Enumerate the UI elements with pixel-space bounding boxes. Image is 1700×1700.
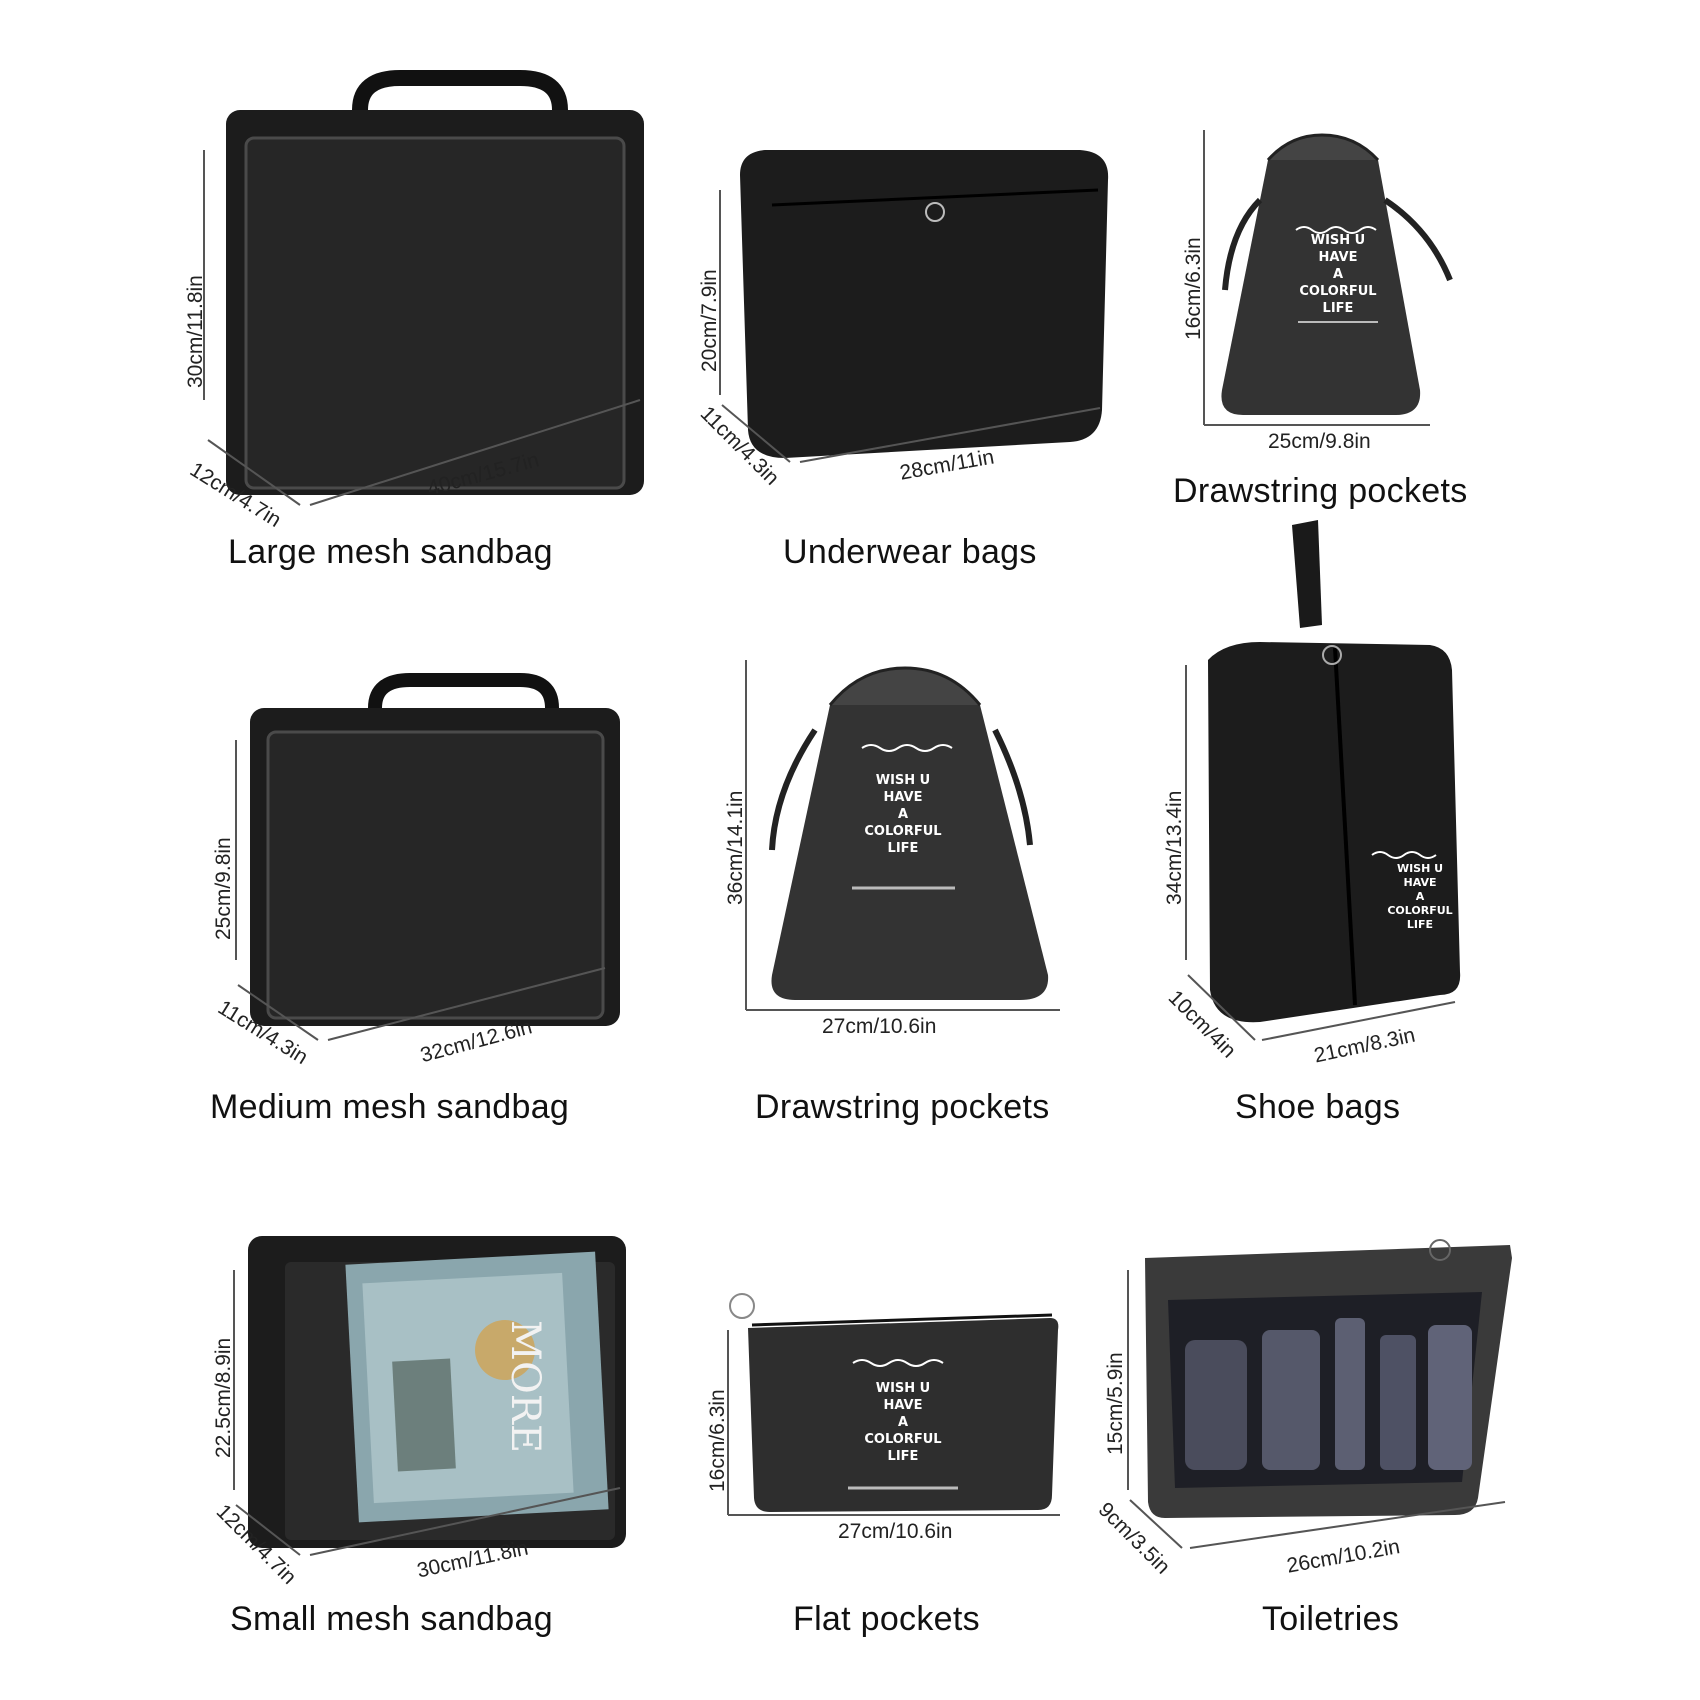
product-large-mesh-sandbag: 30cm/11.8in 40cm/15.7in 12cm/4.7in Large… <box>0 0 644 571</box>
underwear-depth-label: 11cm/4.3in <box>695 402 784 490</box>
drawstring-small-logo: WISH U HAVE A COLORFUL LIFE <box>1299 233 1377 316</box>
flat-width-label: 27cm/10.6in <box>838 1520 953 1543</box>
large-caption: Large mesh sandbag <box>228 533 553 571</box>
flat-pocket-logo: WISH U HAVE A COLORFUL LIFE <box>864 1381 942 1464</box>
toiletries-depth-label: 9cm/3.5in <box>1093 1498 1175 1579</box>
drawstring-large-height-label: 36cm/14.1in <box>724 790 747 905</box>
medium-caption: Medium mesh sandbag <box>210 1088 570 1126</box>
drawstring-small-width-label: 25cm/9.8in <box>1268 430 1371 453</box>
medium-width-label: 32cm/12.6in <box>418 1015 535 1068</box>
small-width-label: 30cm/11.8in <box>415 1536 531 1583</box>
medium-depth-label: 11cm/4.3in <box>213 996 312 1070</box>
underwear-height-label: 20cm/7.9in <box>698 269 721 372</box>
shoe-width-label: 21cm/8.3in <box>1312 1023 1418 1068</box>
drawstring-large-caption: Drawstring pockets <box>755 1088 1050 1126</box>
drawstring-small-caption: Drawstring pockets <box>1173 472 1468 510</box>
medium-height-label: 25cm/9.8in <box>212 837 235 940</box>
drawstring-large-logo: WISH U HAVE A COLORFUL LIFE <box>864 773 942 856</box>
drawstring-small-height-label: 16cm/6.3in <box>1182 237 1205 340</box>
toiletries-height-label: 15cm/5.9in <box>1104 1352 1127 1455</box>
large-mesh-sandbag-image <box>203 70 644 506</box>
shoe-caption: Shoe bags <box>1235 1088 1401 1126</box>
toiletries-caption: Toiletries <box>1262 1600 1400 1638</box>
small-height-label: 22.5cm/8.9in <box>212 1337 235 1458</box>
toiletries-width-label: 26cm/10.2in <box>1285 1535 1402 1578</box>
underwear-caption: Underwear bags <box>783 533 1037 571</box>
drawstring-large-width-label: 27cm/10.6in <box>822 1015 937 1038</box>
flat-height-label: 16cm/6.3in <box>706 1389 729 1492</box>
underwear-width-label: 28cm/11in <box>898 445 996 485</box>
shoe-bag-logo: WISH U HAVE A COLORFUL LIFE <box>1387 862 1453 931</box>
small-magazine-title: MORE <box>502 1320 548 1454</box>
large-height-label: 30cm/11.8in <box>184 275 207 388</box>
small-depth-label: 12cm/4.7in <box>211 1500 301 1589</box>
small-caption: Small mesh sandbag <box>230 1600 553 1638</box>
flat-caption: Flat pockets <box>793 1600 980 1638</box>
shoe-depth-label: 10cm/4in <box>1163 986 1241 1063</box>
shoe-height-label: 34cm/13.4in <box>1163 790 1186 905</box>
